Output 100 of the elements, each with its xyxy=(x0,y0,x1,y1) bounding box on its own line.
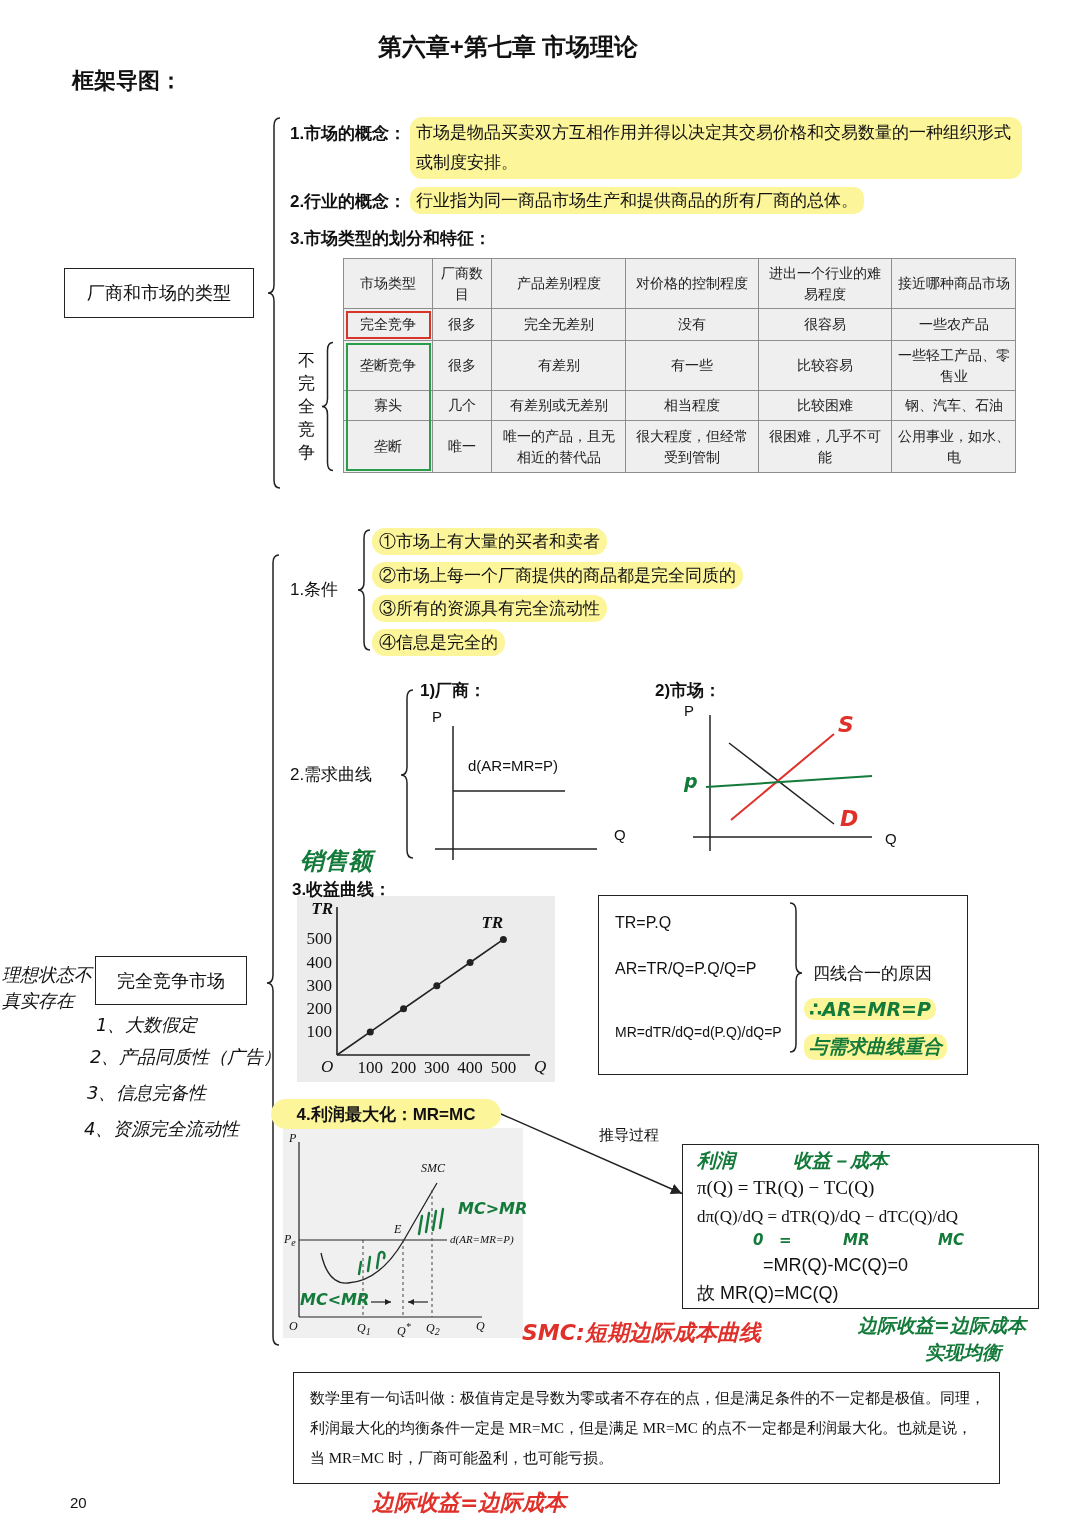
item-heading: 3.市场类型的划分和特征： xyxy=(290,228,492,250)
table-cell: 比较困难 xyxy=(758,390,892,421)
handwritten-note: 边际收益=边际成本 xyxy=(858,1313,1026,1338)
highlight-band xyxy=(271,1099,501,1129)
handwritten-note: 收益－成本 xyxy=(793,1148,888,1173)
table-cell: 比较容易 xyxy=(758,340,892,391)
table-cell: 很多 xyxy=(432,308,492,341)
table-cell: 公用事业，如水、电 xyxy=(891,420,1016,473)
handwritten-note: MC xyxy=(938,1231,964,1249)
table-header-cell: 对价格的控制程度 xyxy=(625,258,759,309)
axis-label: Q xyxy=(885,830,897,847)
formula: 故 MR(Q)=MC(Q) xyxy=(697,1282,839,1305)
section-heading: 框架导图： xyxy=(72,67,182,95)
handwritten-note: = xyxy=(779,1231,792,1249)
tick-label: 100 xyxy=(306,1021,332,1042)
condition-text: ①市场上有大量的买者和卖者 xyxy=(379,531,600,553)
note-box xyxy=(293,1372,1000,1484)
table-cell: 唯一的产品，且无相近的替代品 xyxy=(491,420,626,473)
condition-text: ②市场上每一个厂商提供的商品都是完全同质的 xyxy=(379,565,736,587)
vertical-label: 不完全竞争 xyxy=(297,350,316,464)
caption-text: 四线合一的原因 xyxy=(813,963,932,985)
formula: dπ(Q)/dQ = dTR(Q)/dQ − dTC(Q)/dQ xyxy=(697,1207,958,1227)
formula: AR=TR/Q=P.Q/Q=P xyxy=(615,960,757,978)
table-cell: 很大程度，但经常受到管制 xyxy=(625,420,759,473)
handwritten-note: MC<MR xyxy=(300,1290,370,1309)
page-number: 20 xyxy=(70,1494,87,1511)
table-cell: 很多 xyxy=(432,340,492,391)
topic-text: 完全竞争市场 xyxy=(117,969,225,993)
highlighted-text: 市场是物品买卖双方互相作用并得以决定其交易价格和交易数量的一种组织形式或制度安排。 xyxy=(410,117,1022,179)
table-header-cell: 市场类型 xyxy=(343,258,433,309)
paragraph: 数学里有一句话叫做：极值肯定是导数为零或者不存在的点，但是满足条件的不一定都是极值。同理，利润最大化的均衡条件一定是 MR=MC，但是满足 MR=MC 的点不一定都是利润最大化。也就是说，当 MR=MC 时，厂商可能盈利，也可能亏损。 xyxy=(310,1389,985,1468)
table-cell: 有差别 xyxy=(491,340,626,391)
tick-label: Q$_{2}$ xyxy=(426,1321,440,1338)
point-label: E xyxy=(394,1222,402,1237)
handwritten-note: 1、大数假定 xyxy=(96,1013,198,1037)
tick-label: 400 xyxy=(306,952,332,973)
table-cell: 完全竞争 xyxy=(343,308,433,341)
highlight-band xyxy=(372,629,505,656)
origin-label: O xyxy=(321,1057,334,1077)
item-heading: 2.行业的概念： xyxy=(290,191,407,213)
handwritten-note: 与需求曲线重合 xyxy=(804,1034,947,1060)
table-header-cell: 厂商数目 xyxy=(432,258,492,309)
handwritten-note: 4、资源完全流动性 xyxy=(84,1117,240,1141)
table-cell: 一些农产品 xyxy=(891,308,1016,341)
tick-label: 500 xyxy=(306,929,332,950)
tick-label: 300 xyxy=(424,1058,450,1078)
formula-box xyxy=(598,895,968,1075)
curve-label: S xyxy=(838,712,854,737)
highlighted-text: 行业指为同一商品市场生产和提供商品的所有厂商的总体。 xyxy=(410,187,864,214)
handwritten-note: 2、产品同质性（广告） xyxy=(90,1045,282,1069)
axis-label: P xyxy=(684,702,694,719)
condition-text: ③所有的资源具有完全流动性 xyxy=(379,598,600,620)
table-cell: 寡头 xyxy=(343,390,433,421)
derivation-box xyxy=(682,1144,1039,1309)
curve-label: p xyxy=(684,770,698,792)
axis-label: P xyxy=(432,708,442,725)
curve-label: D xyxy=(840,806,859,831)
table-cell: 垄断 xyxy=(343,420,433,473)
table-cell: 一些轻工产品、零售业 xyxy=(891,340,1016,391)
topic-box xyxy=(95,956,247,1005)
condition-text: ④信息是完全的 xyxy=(379,632,498,654)
table-cell: 有差别或无差别 xyxy=(491,390,626,421)
table-cell: 很容易 xyxy=(758,308,892,341)
tick-label: 500 xyxy=(490,1058,517,1078)
handwritten-note: 边际收益=边际成本 xyxy=(372,1489,567,1517)
tick-label: 200 xyxy=(390,1058,417,1078)
axis-label: Q xyxy=(476,1319,485,1334)
section-heading: 4.利润最大化：MR=MC xyxy=(296,1103,476,1126)
curve-label: SMC xyxy=(421,1161,445,1176)
table-cell: 很困难，几乎不可能 xyxy=(758,420,892,473)
page-title: 第六章+第七章 市场理论 xyxy=(377,32,639,62)
curve-label: d(AR=MR=P) xyxy=(468,757,559,774)
topic-text: 厂商和市场的类型 xyxy=(87,282,231,305)
tick-label: 300 xyxy=(306,975,332,996)
series-label: TR xyxy=(481,913,504,934)
table-cell: 唯一 xyxy=(432,420,492,473)
item-heading: 1.条件 xyxy=(290,579,339,601)
table-cell: 钢、汽车、石油 xyxy=(891,390,1016,421)
table-cell: 完全无差别 xyxy=(491,308,626,341)
formula: TR=P.Q xyxy=(615,914,672,932)
topic-box xyxy=(64,268,254,318)
arrow xyxy=(500,1113,683,1195)
tick-label: 400 xyxy=(457,1058,483,1078)
axis-label: Q xyxy=(534,1057,547,1077)
tick-label: Q$^{*}$ xyxy=(397,1321,411,1339)
axis-label: TR xyxy=(311,899,333,919)
table-header-cell: 产品差别程度 xyxy=(491,258,626,309)
formula: =MR(Q)-MC(Q)=0 xyxy=(763,1255,908,1276)
tick-label: 200 xyxy=(306,998,332,1019)
handwritten-note: 理想状态不真实存在 xyxy=(2,963,95,1013)
handwritten-note: 0 xyxy=(753,1231,764,1249)
axis-label: Q xyxy=(614,826,626,843)
table-cell: 相当程度 xyxy=(625,390,759,421)
handwritten-note: MC>MR xyxy=(458,1199,528,1218)
handwritten-note: ∴AR=MR=P xyxy=(804,998,936,1020)
handwritten-note: MR xyxy=(843,1231,870,1249)
formula: π(Q) = TR(Q) − TC(Q) xyxy=(697,1177,875,1199)
item-heading: 3.收益曲线： xyxy=(292,879,392,901)
table-cell: 几个 xyxy=(432,390,492,421)
origin-label: O xyxy=(289,1319,298,1334)
